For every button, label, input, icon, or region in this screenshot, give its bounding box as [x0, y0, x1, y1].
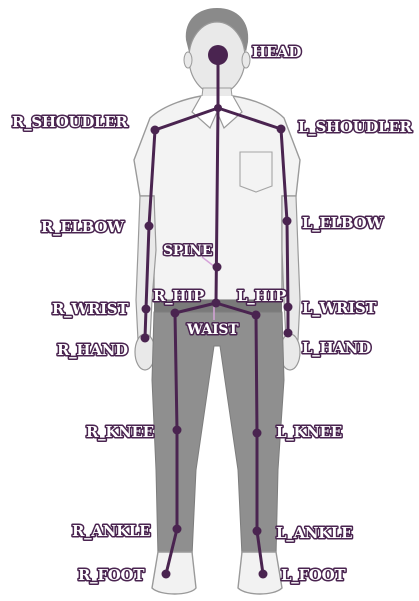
- joint-r-knee: [173, 426, 182, 435]
- joint-l-shoulder: [277, 125, 286, 134]
- joint-spine: [213, 263, 222, 272]
- bone-l-forearm: [287, 221, 288, 307]
- label-r-shoulder: R_SHOUDLER: [12, 113, 128, 131]
- joint-l-ankle: [253, 527, 262, 536]
- joint-r-shoulder: [151, 126, 160, 135]
- label-l-foot: L_FOOT: [281, 566, 346, 584]
- joint-r-ankle: [173, 525, 182, 534]
- label-l-knee: L_KNEE: [276, 423, 342, 441]
- joint-r-hand: [141, 334, 150, 343]
- label-spine: SPINE: [163, 243, 212, 259]
- label-r-ankle: R_ANKLE: [72, 522, 150, 540]
- person-pants: [152, 312, 284, 556]
- person-left-ear: [184, 52, 192, 68]
- joint-r-hip: [171, 309, 180, 318]
- label-r-hip: R_HIP: [153, 287, 204, 305]
- person-right-shoe: [152, 552, 196, 594]
- joint-r-elbow: [145, 222, 154, 231]
- label-l-elbow: L_ELBOW: [302, 214, 384, 232]
- label-r-elbow: R_ELBOW: [41, 218, 125, 236]
- label-l-hand: L_HAND: [302, 339, 371, 357]
- label-l-wrist: L_WRIST: [302, 299, 377, 317]
- bone-spine: [216, 108, 218, 303]
- joint-l-hand: [284, 329, 293, 338]
- label-l-hip: L_HIP: [237, 287, 286, 305]
- bone-l-thigh: [256, 315, 257, 433]
- joint-l-knee: [253, 429, 262, 438]
- label-r-hand: R_HAND: [57, 341, 128, 359]
- joint-r-foot: [162, 570, 171, 579]
- label-head: HEAD: [252, 43, 301, 61]
- bone-r-thigh: [175, 313, 177, 430]
- person-right-ear: [242, 52, 250, 68]
- label-waist: WAIST: [186, 322, 239, 338]
- label-l-ankle: L_ANKLE: [276, 524, 352, 542]
- label-r-knee: R_KNEE: [86, 423, 154, 441]
- label-l-shoulder: L_SHOUDLER: [298, 118, 412, 136]
- joint-r-wrist: [142, 305, 151, 314]
- label-r-wrist: R_WRIST: [52, 300, 129, 318]
- joint-head: [208, 45, 228, 65]
- joint-l-foot: [259, 570, 268, 579]
- joint-waist: [212, 299, 221, 308]
- label-r-foot: R_FOOT: [78, 566, 145, 584]
- joint-l-elbow: [283, 217, 292, 226]
- joint-neck: [214, 104, 222, 112]
- joint-l-hip: [252, 311, 261, 320]
